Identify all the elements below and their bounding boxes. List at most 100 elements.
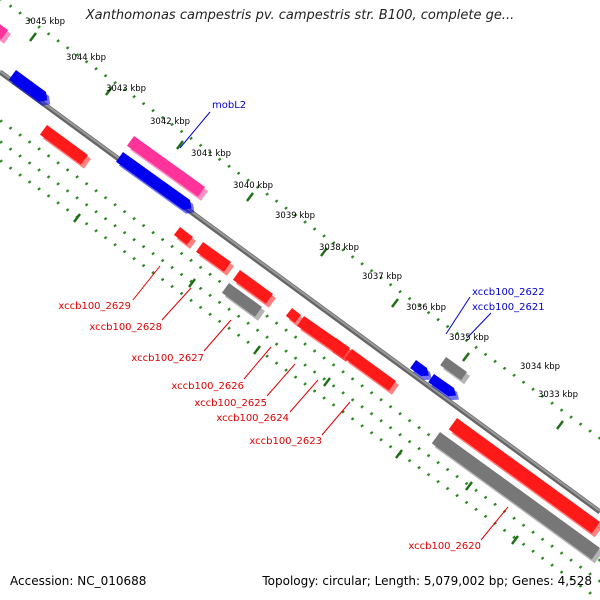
major-tick bbox=[462, 352, 470, 362]
minor-tick bbox=[0, 119, 3, 123]
minor-tick bbox=[217, 319, 222, 324]
minor-tick bbox=[369, 391, 374, 395]
minor-tick bbox=[65, 189, 70, 193]
ruler-label: 3043 kbp bbox=[106, 84, 146, 94]
minor-tick bbox=[531, 549, 535, 553]
minor-tick bbox=[170, 122, 174, 127]
minor-tick bbox=[0, 159, 3, 163]
minor-tick bbox=[18, 11, 22, 15]
minor-tick bbox=[227, 326, 231, 331]
minor-tick bbox=[464, 500, 469, 505]
major-tick bbox=[253, 345, 261, 355]
minor-tick bbox=[94, 229, 98, 233]
ruler-label: 3036 kbp bbox=[406, 303, 446, 313]
minor-tick bbox=[179, 129, 184, 134]
minor-tick bbox=[94, 67, 98, 71]
minor-tick bbox=[322, 396, 326, 400]
minor-tick bbox=[360, 405, 364, 409]
minor-tick bbox=[217, 300, 222, 305]
minor-tick bbox=[369, 269, 374, 273]
minor-tick bbox=[388, 444, 393, 449]
minor-tick bbox=[274, 361, 279, 365]
minor-tick bbox=[341, 248, 345, 252]
minor-tick bbox=[331, 403, 336, 407]
minor-tick bbox=[94, 210, 98, 214]
minor-tick bbox=[322, 356, 326, 360]
minor-tick bbox=[559, 408, 564, 412]
minor-tick bbox=[540, 537, 545, 541]
minor-tick bbox=[179, 272, 184, 277]
minor-tick bbox=[18, 173, 22, 177]
minor-tick bbox=[27, 161, 32, 165]
minor-tick bbox=[160, 115, 165, 120]
minor-tick bbox=[122, 249, 127, 254]
minor-tick bbox=[246, 340, 250, 344]
minor-tick bbox=[474, 488, 478, 493]
minor-tick bbox=[474, 345, 478, 350]
gene-label: xccb100_2623 bbox=[249, 436, 322, 447]
minor-tick bbox=[198, 305, 203, 310]
minor-tick bbox=[521, 523, 526, 528]
major-tick bbox=[188, 278, 196, 288]
minor-tick bbox=[56, 161, 60, 165]
minor-tick bbox=[502, 366, 507, 371]
minor-tick bbox=[303, 363, 307, 367]
label-leader-line bbox=[266, 363, 296, 397]
label-leader-line bbox=[161, 287, 192, 321]
major-tick bbox=[323, 377, 331, 387]
minor-tick bbox=[474, 507, 478, 512]
gene-features bbox=[0, 24, 600, 564]
minor-tick bbox=[255, 328, 260, 332]
minor-tick bbox=[512, 516, 516, 521]
gene-xccb100-2628 bbox=[196, 242, 234, 276]
label-leader-line bbox=[289, 379, 319, 413]
minor-tick bbox=[141, 263, 146, 268]
ruler-label: 3044 kbp bbox=[66, 53, 106, 63]
minor-tick bbox=[331, 241, 336, 245]
major-tick bbox=[556, 420, 564, 430]
minor-tick bbox=[426, 453, 431, 458]
minor-tick bbox=[569, 415, 573, 419]
minor-tick bbox=[151, 270, 155, 275]
minor-tick bbox=[578, 565, 583, 569]
minor-tick bbox=[426, 432, 431, 437]
minor-tick bbox=[417, 303, 421, 308]
minor-tick bbox=[455, 331, 459, 336]
gene-xccb100-2623 bbox=[344, 349, 399, 395]
minor-tick bbox=[274, 342, 279, 346]
minor-tick bbox=[8, 147, 13, 151]
minor-tick bbox=[341, 370, 345, 374]
minor-tick bbox=[350, 377, 355, 381]
minor-tick bbox=[103, 216, 108, 221]
minor-tick bbox=[151, 230, 155, 235]
gene-forward bbox=[116, 152, 195, 214]
minor-tick bbox=[208, 272, 212, 277]
gene-other bbox=[440, 357, 470, 385]
minor-tick bbox=[407, 439, 412, 444]
minor-tick bbox=[37, 25, 41, 29]
minor-tick bbox=[588, 591, 592, 595]
minor-tick bbox=[160, 237, 165, 242]
genome-stats-text: Topology: circular; Length: 5,079,002 bp… bbox=[262, 574, 592, 588]
gene-forward bbox=[8, 70, 51, 106]
minor-tick bbox=[122, 87, 127, 92]
gene-xccb100-2629 bbox=[173, 227, 196, 249]
gene-label: xccb100_2626 bbox=[171, 381, 244, 392]
minor-tick bbox=[265, 335, 269, 339]
minor-tick bbox=[350, 398, 355, 402]
major-tick bbox=[465, 481, 473, 491]
major-tick bbox=[73, 213, 81, 223]
label-leader-line bbox=[445, 296, 471, 335]
minor-tick bbox=[398, 289, 402, 294]
minor-tick bbox=[84, 203, 89, 207]
minor-tick bbox=[464, 481, 469, 486]
minor-tick bbox=[113, 242, 117, 247]
minor-tick bbox=[312, 349, 317, 353]
minor-tick bbox=[388, 425, 393, 430]
minor-tick bbox=[483, 495, 488, 500]
minor-tick bbox=[483, 352, 488, 357]
minor-tick bbox=[369, 412, 374, 416]
minor-tick bbox=[426, 310, 431, 315]
gene-label: xccb100_2627 bbox=[131, 353, 204, 364]
